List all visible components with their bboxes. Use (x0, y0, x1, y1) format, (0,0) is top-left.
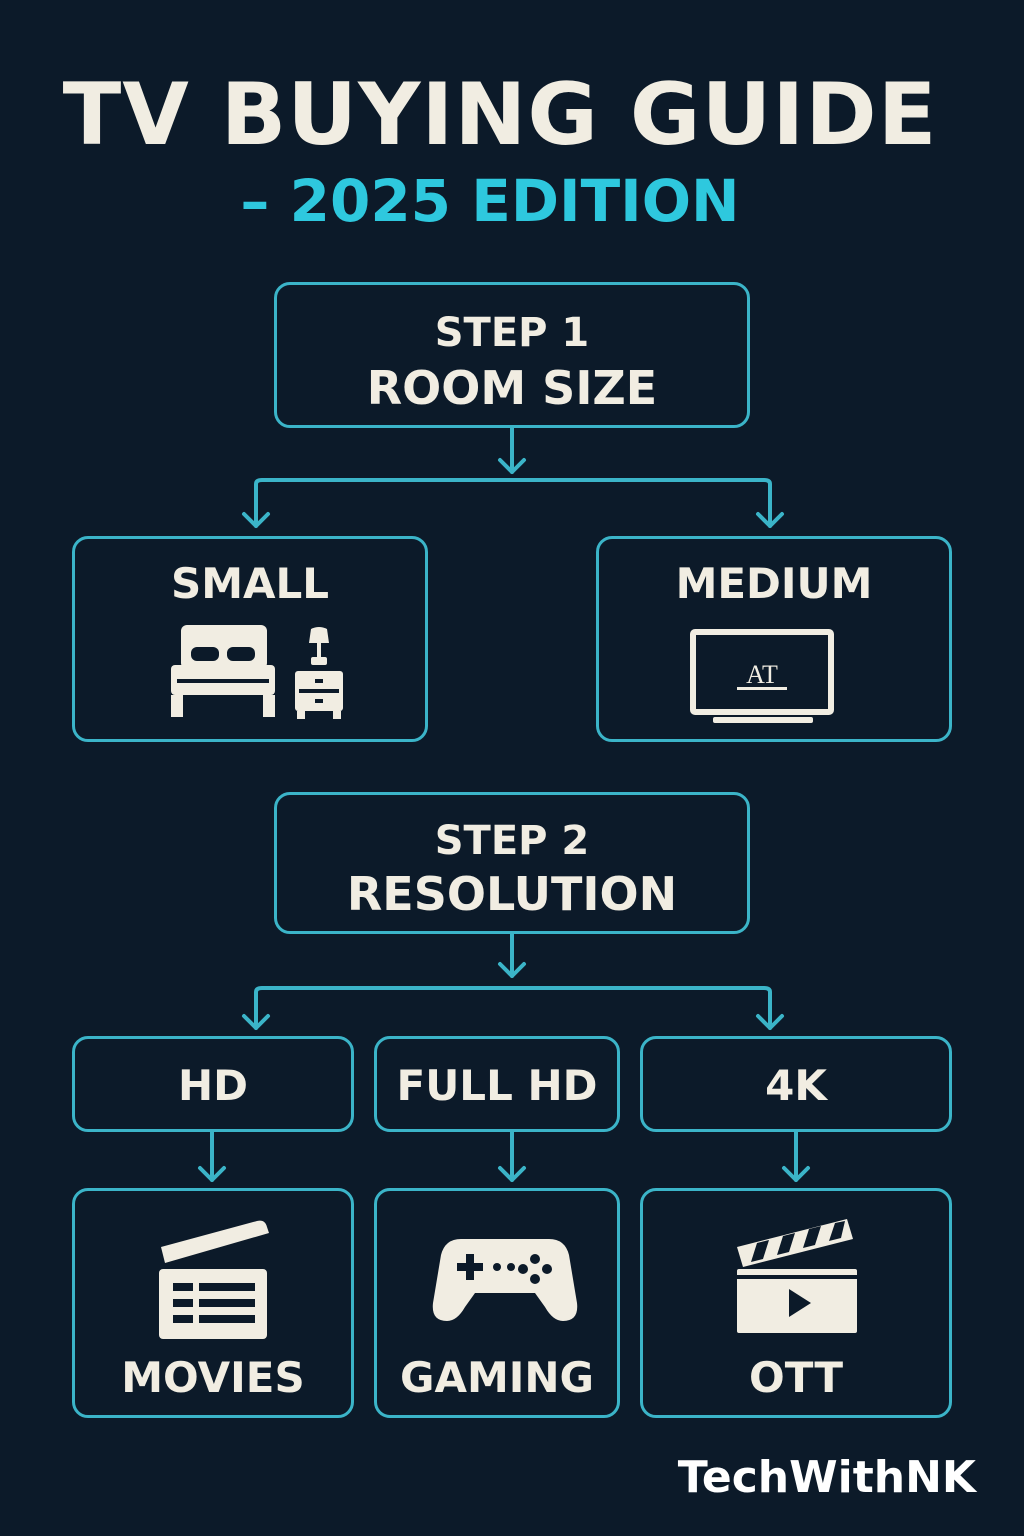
room-small-label: SMALL (170, 559, 330, 608)
nightstand-lamp-icon (295, 627, 343, 719)
resolution-fullhd-label: FULL HD (396, 1061, 598, 1110)
use-ott-label: OTT (749, 1353, 843, 1402)
arrowhead-step2 (498, 962, 526, 978)
page-subtitle: – 2025 EDITION (240, 167, 740, 235)
step1-title: ROOM SIZE (366, 361, 658, 415)
arrowhead-hd (242, 1014, 270, 1030)
gamepad-icon (432, 1239, 578, 1321)
arrowhead-medium (756, 512, 784, 528)
room-medium-label: MEDIUM (675, 559, 873, 608)
step1-label: STEP 1 (434, 310, 590, 356)
step2-label: STEP 2 (434, 818, 590, 864)
room-small-box: SMALL (72, 536, 428, 742)
bed-icon (171, 625, 275, 717)
connector-step2-branch (254, 986, 772, 1030)
arrowhead-ott (782, 1166, 810, 1182)
use-gaming-label: GAMING (399, 1353, 595, 1402)
resolution-4k-box: 4K (640, 1036, 952, 1132)
resolution-hd-box: HD (72, 1036, 354, 1132)
step2-box: STEP 2 RESOLUTION (274, 792, 750, 934)
resolution-fullhd-box: FULL HD (374, 1036, 620, 1132)
arrowhead-movies (198, 1166, 226, 1182)
resolution-4k-label: 4K (765, 1061, 827, 1110)
step2-title: RESOLUTION (346, 867, 678, 921)
arrowhead-gaming (498, 1166, 526, 1182)
page-title: TV BUYING GUIDE (62, 65, 938, 165)
use-ott-box: OTT (640, 1188, 952, 1418)
tv-icon: AT (690, 629, 834, 723)
use-gaming-box: GAMING (374, 1188, 620, 1418)
arrowhead-step1 (498, 458, 526, 474)
resolution-hd-label: HD (177, 1061, 248, 1110)
arrowhead-4k (756, 1014, 784, 1030)
arrowhead-small (242, 512, 270, 528)
room-medium-box: MEDIUM AT (596, 536, 952, 742)
connector-step1-branch (254, 478, 772, 528)
use-movies-label: MOVIES (121, 1353, 305, 1402)
tv-screen-text: AT (746, 660, 778, 689)
use-movies-box: MOVIES (72, 1188, 354, 1418)
clapperboard-play-icon (737, 1219, 857, 1333)
clapperboard-list-icon (159, 1220, 269, 1339)
step1-box: STEP 1 ROOM SIZE (274, 282, 750, 428)
brand-watermark: TechWithNK (677, 1452, 976, 1503)
